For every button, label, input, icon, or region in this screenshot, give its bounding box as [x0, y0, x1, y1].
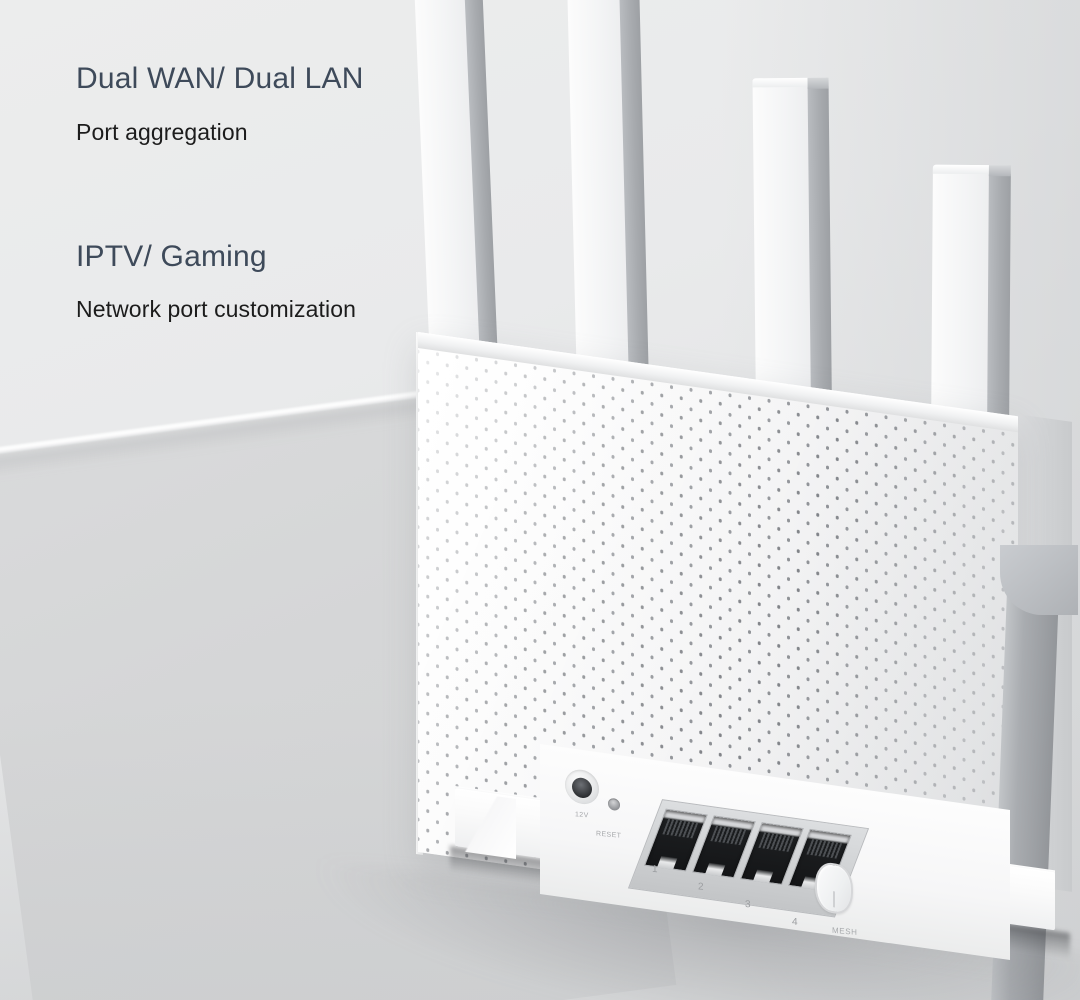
caption-block-2: IPTV/ Gaming [76, 240, 267, 273]
antenna-4-cap-side [988, 165, 1011, 177]
ethernet-port-1-tab [656, 856, 678, 870]
caption-2-subtitle: Network port customization [76, 296, 356, 322]
ethernet-port-3-pins [758, 832, 795, 852]
ethernet-port-3-number: 3 [745, 899, 751, 911]
ethernet-port-4-pins [806, 839, 843, 859]
ethernet-port-2-number: 2 [698, 881, 704, 893]
caption-1-subtitle: Port aggregation [76, 119, 248, 145]
caption-block-1-sub: Port aggregation [76, 119, 248, 145]
ethernet-port-4-number: 4 [792, 916, 798, 929]
ethernet-port-1-pins [662, 819, 699, 839]
ethernet-port-3-tab [752, 869, 774, 884]
ethernet-port-2-pins [710, 825, 747, 846]
caption-2-title: IPTV/ Gaming [76, 240, 267, 273]
caption-1-title: Dual WAN/ Dual LAN [76, 62, 364, 95]
ethernet-port-2-tab [704, 862, 726, 877]
router-foot-left-chamfer [452, 790, 516, 859]
dc-power-label: 12V [575, 811, 589, 820]
caption-block-1: Dual WAN/ Dual LAN [76, 62, 364, 95]
antenna-3-cap-side [807, 77, 829, 89]
antenna-4-shaft-heel [1000, 545, 1078, 615]
ethernet-port-1-number: 1 [652, 863, 658, 876]
caption-block-2-sub: Network port customization [76, 296, 356, 322]
